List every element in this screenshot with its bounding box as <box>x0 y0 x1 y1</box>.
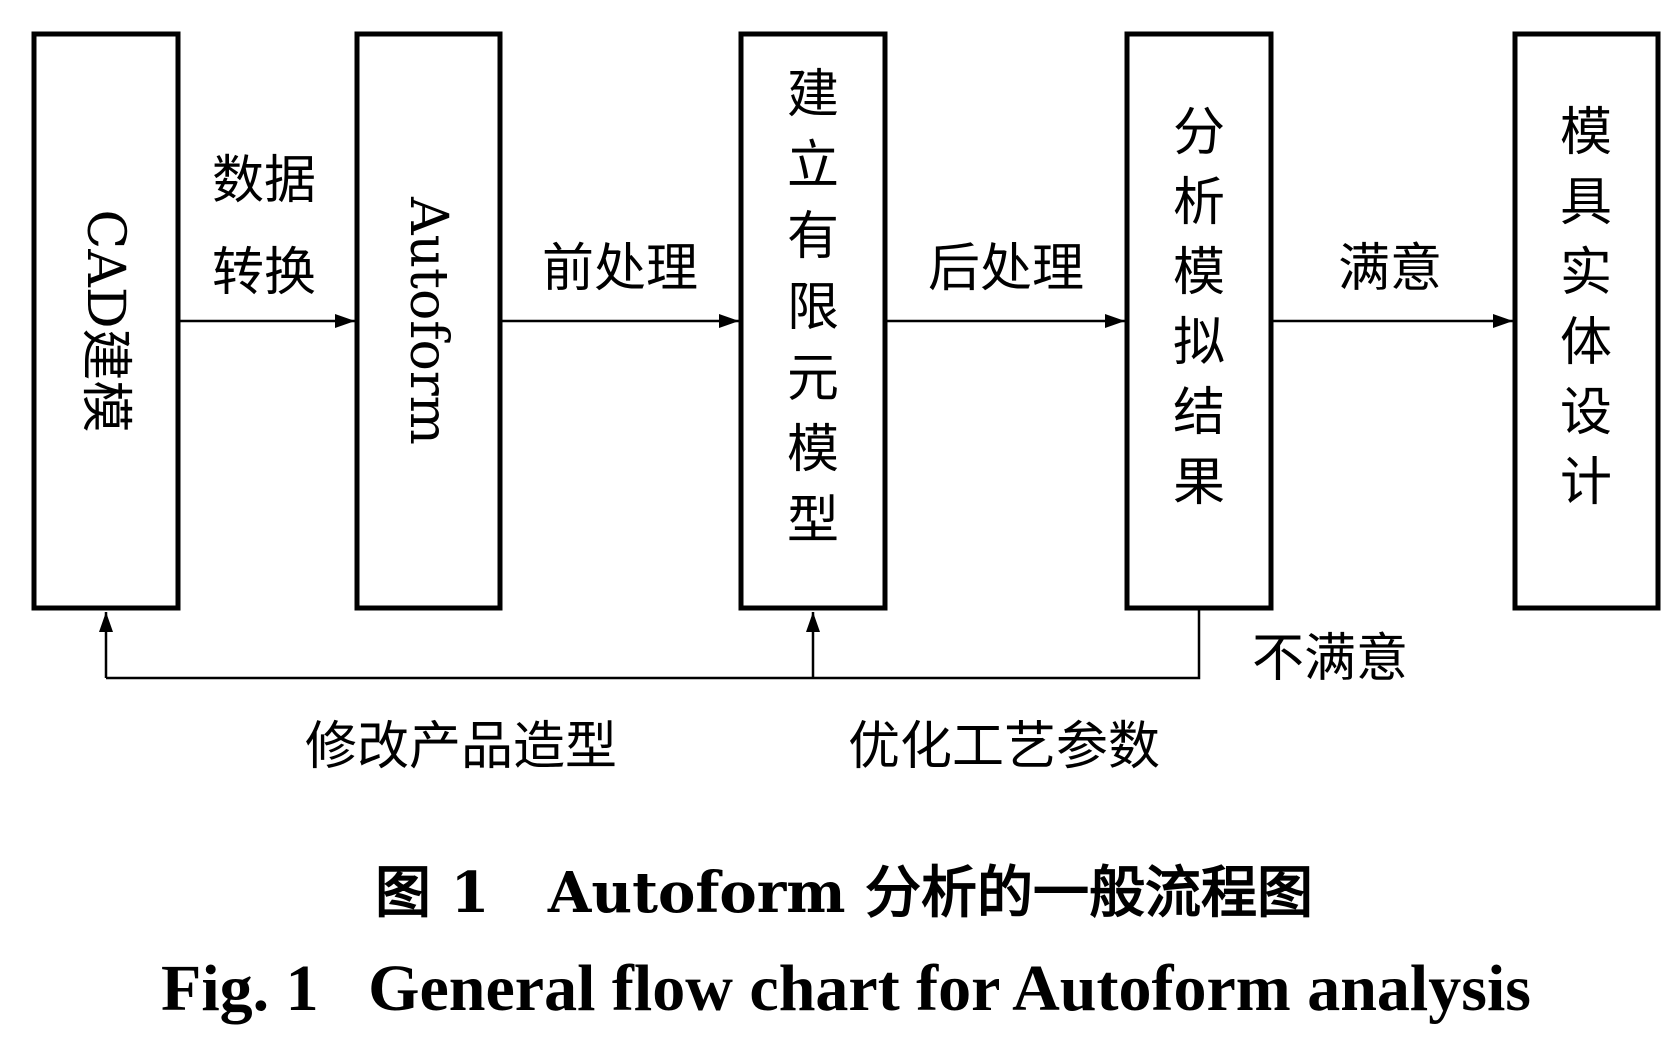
edge-label-data-conversion-2: 转换 <box>212 243 316 303</box>
vertical-char: 实 <box>1560 243 1612 303</box>
edge-label-postprocessing: 后处理 <box>928 239 1084 299</box>
figure-caption-en: Fig. 1 General flow chart for Autoform a… <box>161 952 1531 1025</box>
vertical-char: 建 <box>787 65 839 125</box>
edge-label-unsatisfied: 不满意 <box>1252 629 1408 689</box>
node-fem-model: 建立有限元模型 <box>738 31 888 611</box>
figure-caption-cn: 图 1 Autoform 分析的一般流程图 <box>375 860 1313 926</box>
vertical-char: 结 <box>1173 383 1225 443</box>
edge-label-preprocessing: 前处理 <box>542 239 698 299</box>
vertical-char: 有 <box>787 207 839 267</box>
vertical-char: 果 <box>1173 453 1225 513</box>
vertical-char: 模 <box>1173 243 1225 303</box>
node-fem-model-label: 建立有限元模型 <box>787 65 839 551</box>
vertical-char: 体 <box>1560 313 1612 373</box>
node-die-design-label: 模具实体设计 <box>1560 103 1612 513</box>
vertical-char: 计 <box>1560 453 1612 513</box>
node-sim-results: 分析模拟结果 <box>1124 31 1274 611</box>
vertical-char: 设 <box>1560 383 1612 443</box>
node-cad-modeling-label: CAD建模 <box>75 209 135 432</box>
vertical-char: 模 <box>1560 103 1612 163</box>
node-sim-results-label: 分析模拟结果 <box>1173 103 1225 513</box>
vertical-char: 型 <box>787 491 839 551</box>
node-autoform-label: Autoform <box>398 196 458 445</box>
feedback-line <box>106 608 1201 680</box>
vertical-char: 元 <box>787 349 839 409</box>
vertical-char: 具 <box>1560 173 1612 233</box>
edge-label-satisfied: 满意 <box>1338 239 1442 299</box>
node-die-design: 模具实体设计 <box>1512 31 1661 611</box>
edge-label-data-conversion-1: 数据 <box>212 151 316 211</box>
edge-label-optimize-process-params: 优化工艺参数 <box>848 717 1160 777</box>
vertical-char: 限 <box>787 278 839 338</box>
vertical-char: 分 <box>1173 103 1225 163</box>
edge-label-modify-product-shape: 修改产品造型 <box>305 717 617 777</box>
vertical-char: 立 <box>787 136 839 196</box>
vertical-char: 析 <box>1173 173 1225 233</box>
node-autoform: Autoform <box>354 31 503 611</box>
vertical-char: 模 <box>787 420 839 480</box>
node-cad-modeling: CAD建模 <box>31 31 181 611</box>
vertical-char: 拟 <box>1173 313 1225 373</box>
